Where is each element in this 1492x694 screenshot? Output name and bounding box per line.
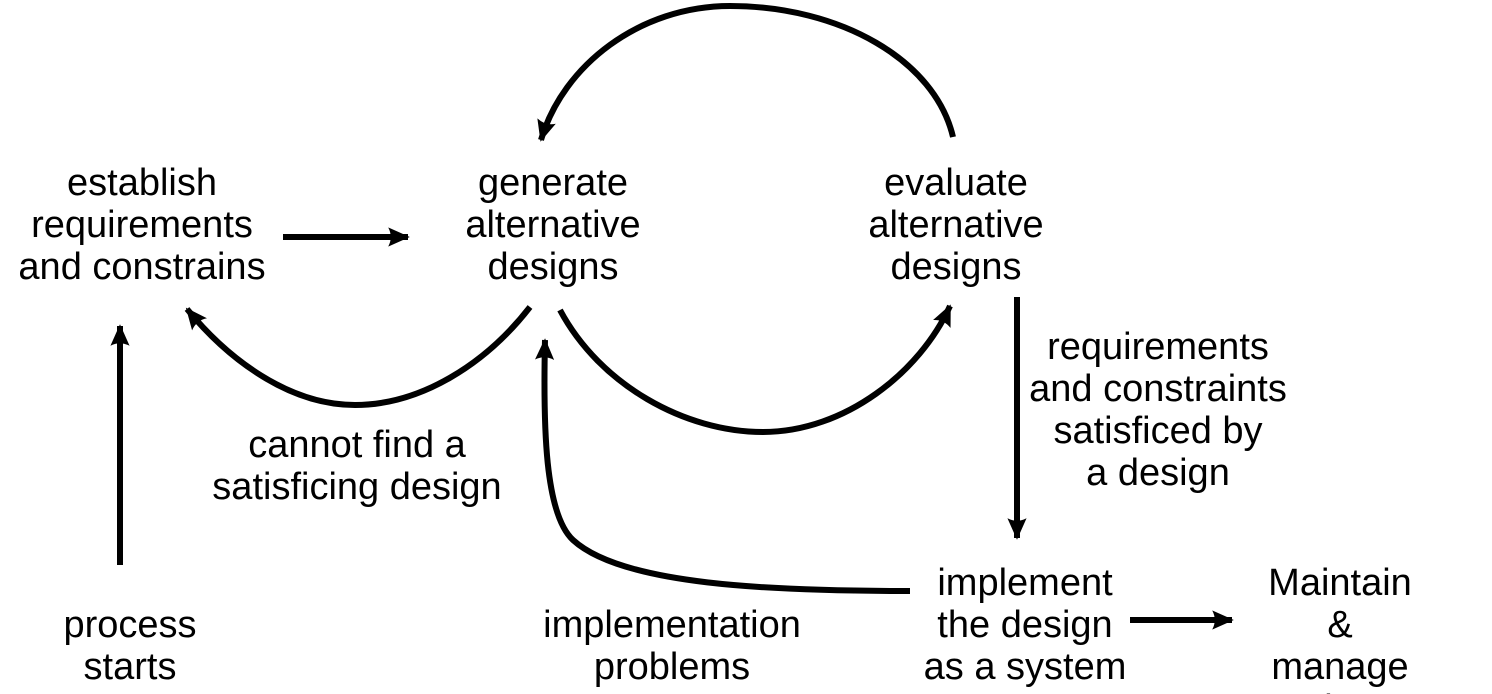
- node-generate-alternative-designs: generate alternative designs: [465, 162, 641, 288]
- edge-label-cannot-find-satisficing-design: cannot find a satisficing design: [212, 424, 502, 508]
- node-establish-requirements: establish requirements and constrains: [18, 162, 266, 288]
- node-implement-the-design: implement the design as a system: [923, 562, 1127, 688]
- arrow-generate-to-establish-cannot-find: [184, 305, 533, 408]
- node-maintain-and-manage: Maintain & manage the system: [1268, 562, 1412, 694]
- arrow-implement-to-generate-implementation-problems: [534, 338, 911, 594]
- arrow-evaluate-to-generate-top-arc: [537, 3, 956, 142]
- node-evaluate-alternative-designs: evaluate alternative designs: [868, 162, 1044, 288]
- edge-label-requirements-satisficed: requirements and constraints satisficed …: [1029, 326, 1287, 494]
- edge-label-implementation-problems: implementation problems: [543, 604, 801, 688]
- arrow-generate-to-evaluate-bottom-arc: [557, 304, 953, 435]
- edge-label-process-starts: process starts: [63, 604, 197, 688]
